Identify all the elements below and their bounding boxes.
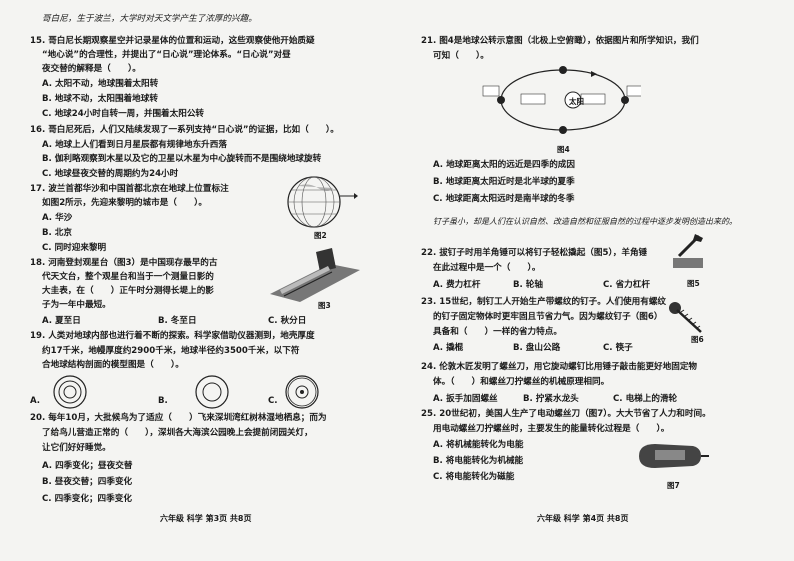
- q22-option-c[interactable]: C. 省力杠杆: [603, 280, 650, 290]
- q20-line-3: 让它们好好睡觉。: [42, 443, 111, 453]
- q17-option-b[interactable]: B. 北京: [42, 228, 72, 238]
- q18-line-3: 大圭表，在（ ）正午时分测得长堤上的影: [42, 286, 214, 296]
- intro-text: 哥白尼，生于波兰，大学时对天文学产生了浓厚的兴趣。: [42, 14, 257, 24]
- q25-line-2: 用电动螺丝刀拧螺丝时，主要发生的能量转化过程是（ ）。: [433, 424, 670, 434]
- q20-option-c[interactable]: C. 四季变化；四季变化: [42, 494, 132, 504]
- q20-line-1: 20. 每年10月，大批候鸟为了适应（ ）飞来深圳湾红树林湿地栖息；而为: [30, 413, 327, 423]
- q19-line-3: 合地球结构剖面的模型图是（ ）。: [42, 360, 184, 370]
- q15-line-1: 15. 哥白尼长期观察星空并记录星体的位置和运动，这些观察使他开始质疑: [30, 36, 315, 46]
- figure-7-caption: 图7: [667, 481, 680, 490]
- q21-option-c[interactable]: C. 地球距离太阳远时是南半球的冬季: [433, 194, 575, 204]
- q24-option-b[interactable]: B. 拧紧水龙头: [523, 394, 579, 404]
- q25-option-c[interactable]: C. 将电能转化为磁能: [433, 472, 515, 482]
- nail-intro: 钉子虽小，却是人们在认识自然、改造自然和征服自然的过程中逐步发明创造出来的。: [433, 217, 737, 226]
- model-a-figure: [53, 375, 87, 409]
- q24-option-c[interactable]: C. 电梯上的滑轮: [613, 394, 678, 404]
- q23-line-2: 的钉子固定物体时更牢固且节省力气。因为螺纹钉子（图6）: [433, 312, 663, 322]
- figure-4-caption: 图4: [557, 145, 570, 154]
- q17-line-2: 如图2所示，先迎来黎明的城市是（ ）。: [42, 198, 207, 208]
- q18-line-1: 18. 河南登封观星台（图3）是中国现存最早的古: [30, 258, 218, 268]
- q23-option-a[interactable]: A. 撬棍: [433, 343, 464, 353]
- q21-line-2: 可知（ ）。: [433, 51, 489, 61]
- screw-figure: [669, 302, 702, 333]
- q21-option-a[interactable]: A. 地球距离太阳的远近是四季的成因: [433, 160, 575, 170]
- model-c-figure: [285, 375, 319, 409]
- globe-figure: [287, 176, 358, 228]
- q23-line-1: 23. 15世纪，制钉工人开始生产带螺纹的钉子。人们使用有螺纹: [421, 297, 667, 307]
- figure-2-caption: 图2: [314, 231, 327, 240]
- q20-option-b[interactable]: B. 昼夜交替；四季变化: [42, 477, 133, 487]
- q20-option-a[interactable]: A. 四季变化；昼夜交替: [42, 461, 133, 471]
- q20-line-2: 了给鸟儿营造正常的（ ），深圳各大海滨公园晚上会提前闭园关灯，: [42, 428, 313, 438]
- q22-option-b[interactable]: B. 轮轴: [513, 280, 543, 290]
- q24-line-1: 24. 伦敦木匠发明了螺丝刀，用它旋动螺钉比用锤子敲击能更好地固定物: [421, 362, 698, 372]
- q23-line-3: 具备和（ ）一样的省力特点。: [433, 327, 562, 337]
- hammer-figure: [673, 234, 703, 268]
- q22-line-2: 在此过程中是一个（ ）。: [433, 263, 541, 273]
- q18-line-2: 代天文台，整个观星台和当于一个测量日影的: [42, 272, 214, 282]
- q25-option-b[interactable]: B. 将电能转化为机械能: [433, 456, 524, 466]
- q17-line-1: 17. 波兰首都华沙和中国首都北京在地球上位置标注: [30, 184, 229, 194]
- page-4-footer: 六年级 科学 第4页 共8页: [537, 514, 629, 523]
- q24-line-2: 体。（ ）和螺丝刀拧螺丝的机械原理相同。: [433, 377, 610, 387]
- electric-screwdriver-figure: [639, 444, 709, 468]
- observatory-figure: [270, 248, 360, 302]
- q22-option-a[interactable]: A. 费力杠杆: [433, 280, 481, 290]
- q15-option-a[interactable]: A. 太阳不动，地球围着太阳转: [42, 79, 159, 89]
- q16-option-a[interactable]: A. 地球上人们看到日月星辰都有规律地东升西落: [42, 140, 227, 150]
- q19-line-2: 约17千米，地幔厚度约2900千米，地球半径约3500千米，以下符: [42, 346, 300, 356]
- q18-line-4: 子为一年中最短。: [42, 300, 111, 310]
- q21-option-b[interactable]: B. 地球距离太阳近时是北半球的夏季: [433, 177, 575, 187]
- page-3: 哥白尼，生于波兰，大学时对天文学产生了浓厚的兴趣。 15. 哥白尼长期观察星空并…: [30, 14, 360, 523]
- orbit-figure: [482, 66, 641, 134]
- q19-option-a[interactable]: A.: [30, 396, 41, 406]
- q18-option-a[interactable]: A. 夏至日: [42, 316, 81, 326]
- q16-option-b[interactable]: B. 伽利略观察到木星以及它的卫星以木星为中心旋转而不是围绕地球旋转: [42, 154, 322, 164]
- q17-option-a[interactable]: A. 华沙: [42, 213, 73, 223]
- model-b-figure: [195, 375, 229, 409]
- q16-line-1: 16. 哥白尼死后，人们又陆续发现了一系列支持“日心说”的证据，比如（ ）。: [30, 125, 339, 135]
- q18-option-c[interactable]: C. 秋分日: [268, 316, 307, 326]
- q23-option-b[interactable]: B. 盘山公路: [513, 343, 561, 353]
- q15-option-c[interactable]: C. 地球24小时自转一周，并围着太阳公转: [42, 109, 205, 119]
- q25-option-a[interactable]: A. 将机械能转化为电能: [433, 440, 524, 450]
- q25-line-1: 25. 20世纪初，美国人生产了电动螺丝刀（图7）。大大节省了人力和时间。: [421, 409, 711, 419]
- figure-5-caption: 图5: [687, 279, 700, 288]
- q23-option-c[interactable]: C. 筷子: [603, 343, 633, 353]
- q19-option-b[interactable]: B.: [158, 396, 168, 406]
- page-4: 21. 图4是地球公转示意图（北极上空俯瞰），依据图片和所学知识，我们 可知（ …: [397, 0, 794, 561]
- figure-6-caption: 图6: [691, 335, 704, 344]
- q16-option-c[interactable]: C. 地球昼夜交替的周期约为24小时: [42, 169, 179, 179]
- q22-line-1: 22. 拔钉子时用羊角锤可以将钉子轻松撬起（图5），羊角锤: [421, 248, 648, 258]
- q17-option-c[interactable]: C. 同时迎来黎明: [42, 243, 107, 253]
- q15-line-3: 夜交替的解释是（ ）。: [42, 64, 141, 74]
- q24-option-a[interactable]: A. 扳手加固螺丝: [433, 394, 498, 404]
- sun-label: 太阳: [569, 97, 584, 106]
- q18-option-b[interactable]: B. 冬至日: [158, 316, 197, 326]
- q21-line-1: 21. 图4是地球公转示意图（北极上空俯瞰），依据图片和所学知识，我们: [421, 36, 699, 46]
- q19-option-c[interactable]: C.: [268, 396, 278, 406]
- q15-option-b[interactable]: B. 地球不动，太阳围着地球转: [42, 94, 158, 104]
- q15-line-2: “地心说”的合理性，并提出了“日心说”理论体系。“日心说”对昼: [42, 50, 291, 60]
- q19-line-1: 19. 人类对地球内部也进行着不断的探索。科学家借助仪器测到，地壳厚度: [30, 331, 315, 341]
- page-3-footer: 六年级 科学 第3页 共8页: [160, 514, 252, 523]
- figure-3-caption: 图3: [318, 301, 331, 310]
